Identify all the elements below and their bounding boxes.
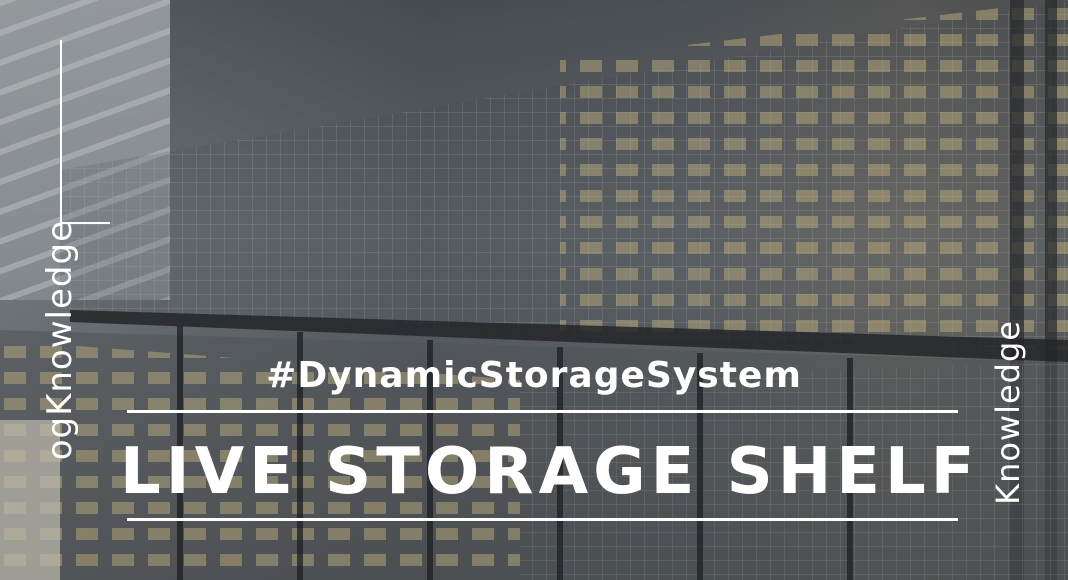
- title-rule-bottom: [127, 518, 958, 521]
- title-rule-top: [127, 410, 958, 413]
- left-horizontal-line: [60, 222, 110, 224]
- floor-boxes: [0, 420, 60, 580]
- left-vertical-brand-text: ogKnowledge: [40, 220, 80, 461]
- mezzanine-deck: [70, 310, 1068, 362]
- storage-bins-upper: [560, 0, 1068, 350]
- left-decoration: [42, 0, 110, 580]
- banner-title: LIVE STORAGE SHELF: [120, 435, 980, 509]
- left-vertical-line: [60, 40, 62, 225]
- hashtag-caption: #DynamicStorageSystem: [266, 355, 802, 396]
- deck-posts: [177, 326, 853, 580]
- lower-mesh: [520, 362, 1068, 580]
